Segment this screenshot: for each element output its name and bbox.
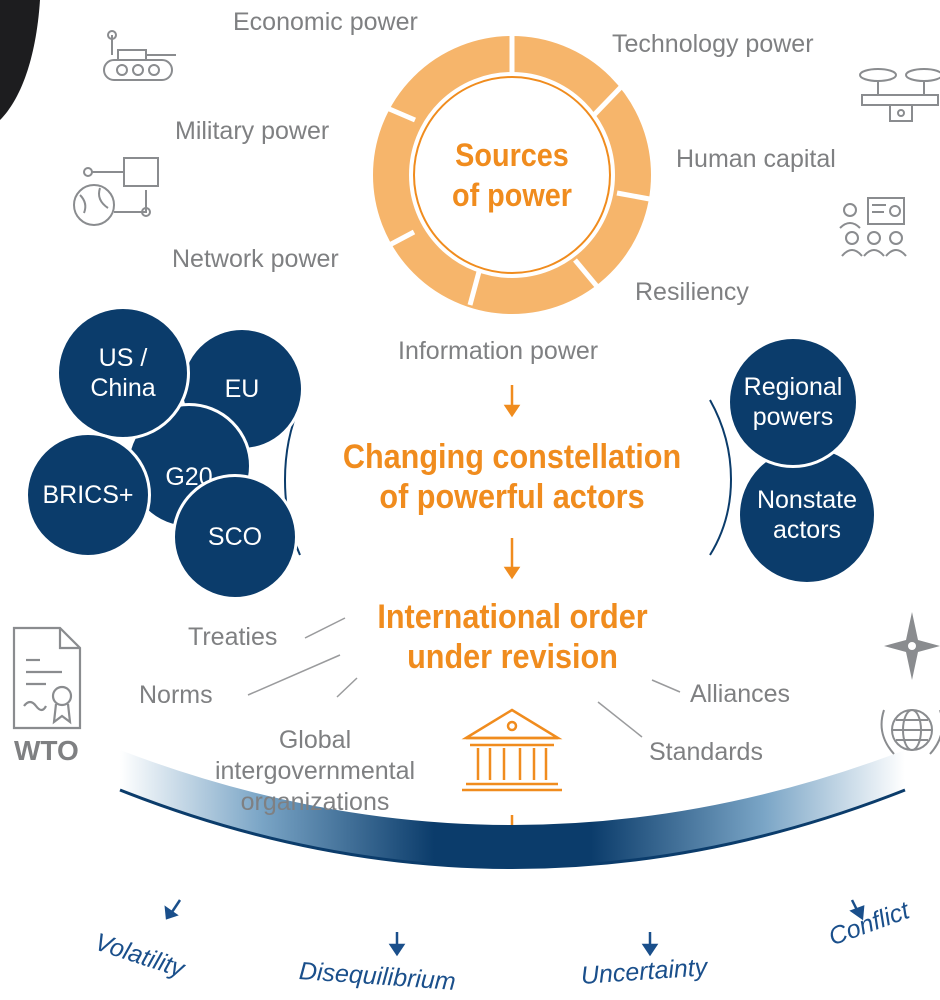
constellation-title: Changing constellation of powerful actor… <box>342 438 682 516</box>
logo-mark <box>0 0 40 120</box>
actor-bubble-sco: SCO <box>172 474 298 600</box>
actor-bubble-regional: Regional powers <box>727 336 859 468</box>
network-globe-icon <box>73 157 159 226</box>
institution-icon <box>461 708 563 792</box>
order-treaties: Treaties <box>188 623 278 651</box>
label-economic-power: Economic power <box>233 8 418 36</box>
order-alliances: Alliances <box>690 680 791 708</box>
effect-arrows <box>164 899 865 957</box>
order-title: International order under revision <box>377 598 648 676</box>
sources-ring <box>373 35 656 314</box>
label-military-power: Military power <box>175 117 330 145</box>
label-human-capital: Human capital <box>676 145 836 173</box>
actor-bubble-us-china: US / China <box>56 306 190 440</box>
label-technology-power: Technology power <box>612 30 814 58</box>
actor-bubble-nonstate: Nonstate actors <box>737 445 877 585</box>
wto-label: WTO <box>14 735 79 766</box>
actor-bubble-brics: BRICS+ <box>25 432 151 558</box>
right-bracket <box>709 399 732 556</box>
certificate-icon <box>12 626 82 730</box>
classroom-icon <box>839 197 907 257</box>
order-global-organizations: Global intergovernmental organizations <box>214 726 416 816</box>
label-network-power: Network power <box>172 245 339 273</box>
order-connectors <box>247 617 681 738</box>
compass-icon <box>884 612 940 680</box>
tank-icon <box>103 30 176 81</box>
label-information-power: Information power <box>398 337 599 365</box>
label-resiliency: Resiliency <box>635 278 749 306</box>
heightening-label: Heightening <box>429 876 595 911</box>
order-standards: Standards <box>649 738 763 766</box>
heightening-band <box>120 750 905 868</box>
un-globe-icon <box>880 709 940 755</box>
order-norms: Norms <box>139 681 213 709</box>
drone-icon <box>859 68 940 122</box>
sources-center-label: Sources of power <box>451 137 572 213</box>
